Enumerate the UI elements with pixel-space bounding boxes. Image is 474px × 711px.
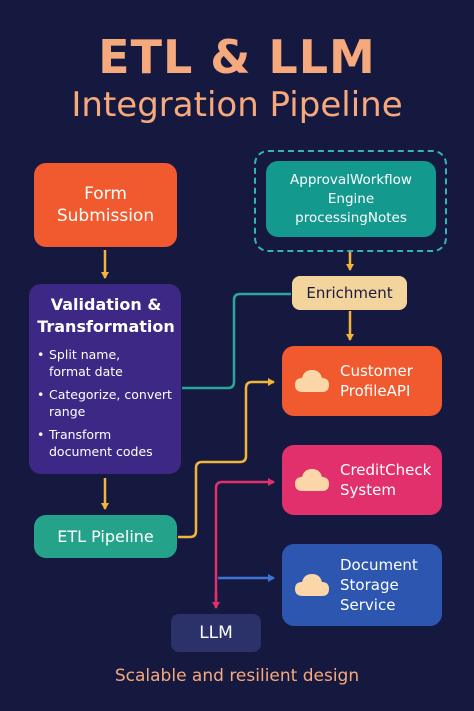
etl-pipeline-node: ETL Pipeline <box>34 515 177 558</box>
validation-step: Transform document codes <box>37 426 172 460</box>
etl-pipeline-label: ETL Pipeline <box>57 527 154 546</box>
validation-steps-list: Split name, format date Categorize, conv… <box>37 346 172 466</box>
title-line-1: ETL & LLM <box>98 30 376 84</box>
document-storage-label: Document Storage Service <box>340 556 418 614</box>
title-line-2: Integration Pipeline <box>71 85 403 125</box>
cloud-icon <box>295 469 329 491</box>
validation-transformation-node: Validation & Transformation Split name, … <box>29 284 181 474</box>
connector-validation-to-enrichment <box>182 292 291 390</box>
validation-step: Split name, format date <box>37 346 172 380</box>
validation-title: Validation & Transformation <box>37 295 175 336</box>
credit-check-label: CreditCheck System <box>340 461 432 499</box>
form-submission-node: Form Submission <box>34 163 177 247</box>
approval-line-2: Engine <box>327 190 375 207</box>
customer-profile-node: Customer ProfileAPI <box>282 346 442 416</box>
llm-label: LLM <box>199 623 233 643</box>
document-storage-node: Document Storage Service <box>282 544 442 626</box>
llm-node: LLM <box>171 614 261 652</box>
validation-step: Categorize, convert range <box>37 386 172 420</box>
approval-dashed-frame <box>254 150 447 252</box>
form-submission-label: Form Submission <box>56 184 155 226</box>
customer-profile-label: Customer ProfileAPI <box>340 362 413 400</box>
enrichment-label: Enrichment <box>306 284 393 302</box>
enrichment-node: Enrichment <box>292 276 407 310</box>
credit-check-node: CreditCheck System <box>282 445 442 515</box>
arrow-llm-to-credit <box>214 478 275 600</box>
approval-workflow-node: ApprovalWorkflow Engine processingNotes <box>266 161 436 237</box>
arrow-etl-to-customer <box>178 378 275 539</box>
approval-line-3: processingNotes <box>295 209 407 226</box>
cloud-icon <box>295 370 329 392</box>
footer-tagline: Scalable and resilient design <box>114 666 360 686</box>
cloud-icon <box>295 574 329 596</box>
approval-line-1: ApprovalWorkflow <box>290 171 412 188</box>
